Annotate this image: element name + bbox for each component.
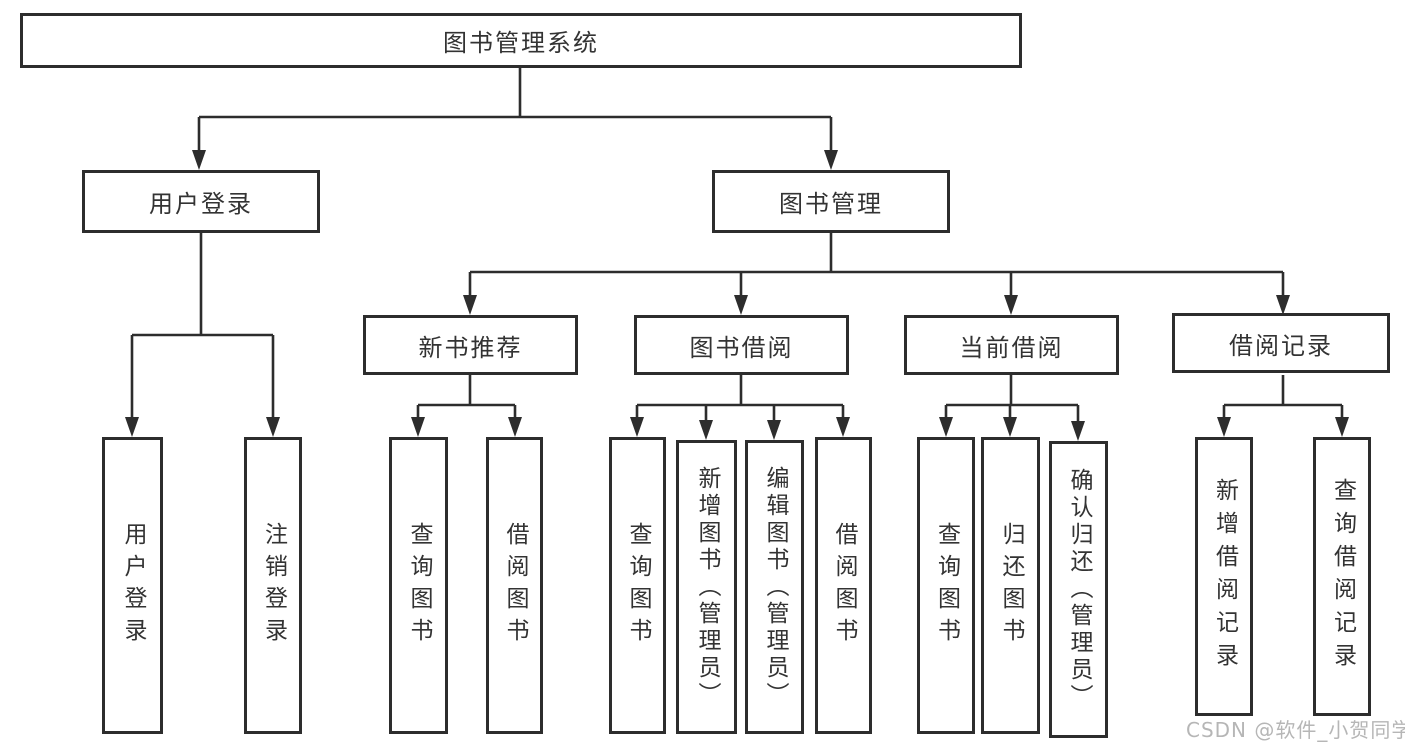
arrowheads-root-to-level2 — [192, 150, 838, 170]
arrowheads-user-login-leaves — [125, 417, 280, 437]
arrowheads-level3 — [463, 295, 1290, 315]
leaf-borrow-books-borrow-label: 借阅图书 — [831, 521, 857, 650]
node-root-library-system: 图书管理系统 — [20, 13, 1022, 68]
leaf-query-books-current-label: 查询图书 — [933, 521, 960, 650]
edge-book-management-to-level3 — [468, 233, 1285, 295]
leaf-query-books-current: 查询图书 — [917, 437, 975, 734]
leaf-query-books-borrow: 查询图书 — [609, 437, 666, 734]
node-borrow-records-label: 借阅记录 — [1229, 331, 1333, 360]
edge-user-login-to-leaves — [130, 233, 275, 417]
node-borrow-records: 借阅记录 — [1172, 313, 1390, 373]
node-book-management: 图书管理 — [712, 170, 950, 233]
leaf-add-borrow-record: 新增借阅记录 — [1195, 437, 1253, 716]
leaf-confirm-return-admin: 确认归还（管理员） — [1049, 441, 1108, 738]
node-book-management-label: 图书管理 — [779, 190, 883, 218]
leaf-user-login-label: 用户登录 — [120, 521, 146, 650]
edge-borrow-records-to-leaves — [1222, 375, 1344, 417]
leaf-add-borrow-record-label: 新增借阅记录 — [1211, 477, 1238, 676]
watermark: CSDN @软件_小贺同学 — [1186, 718, 1405, 742]
node-user-login: 用户登录 — [82, 170, 320, 233]
leaf-borrow-books-newbooks: 借阅图书 — [486, 437, 543, 734]
leaf-borrow-books-borrow: 借阅图书 — [815, 437, 872, 734]
leaf-logout: 注销登录 — [244, 437, 302, 734]
node-user-login-label: 用户登录 — [149, 190, 253, 218]
node-book-borrowing: 图书借阅 — [634, 315, 849, 375]
leaf-return-book: 归还图书 — [981, 437, 1040, 734]
leaf-query-books-newbooks-label: 查询图书 — [406, 521, 432, 650]
leaf-user-login: 用户登录 — [102, 437, 163, 734]
leaf-query-borrow-record: 查询借阅记录 — [1313, 437, 1371, 716]
leaf-edit-book-admin-label: 编辑图书（管理员） — [762, 465, 788, 709]
leaf-edit-book-admin: 编辑图书（管理员） — [745, 440, 804, 734]
edge-current-borrow-to-leaves — [944, 375, 1080, 421]
edge-book-borrow-to-leaves — [635, 375, 845, 420]
leaf-borrow-books-newbooks-label: 借阅图书 — [502, 521, 528, 650]
node-book-borrowing-label: 图书借阅 — [689, 333, 794, 362]
edge-root-to-level2 — [197, 67, 833, 150]
leaf-return-book-label: 归还图书 — [998, 521, 1024, 650]
node-current-borrowing-label: 当前借阅 — [959, 333, 1064, 362]
leaf-add-book-admin-label: 新增图书（管理员） — [694, 465, 720, 709]
node-new-book-recommend-label: 新书推荐 — [418, 333, 523, 362]
node-new-book-recommend: 新书推荐 — [363, 315, 578, 375]
leaf-query-books-newbooks: 查询图书 — [389, 437, 448, 734]
node-root-label: 图书管理系统 — [443, 29, 599, 57]
node-current-borrowing: 当前借阅 — [904, 315, 1119, 375]
leaf-add-book-admin: 新增图书（管理员） — [676, 440, 737, 734]
leaf-query-books-borrow-label: 查询图书 — [625, 521, 651, 650]
arrowheads-borrow-records-leaves — [1217, 417, 1349, 437]
arrowheads-new-books-leaves — [411, 417, 522, 437]
leaf-logout-label: 注销登录 — [260, 521, 287, 650]
edge-new-books-to-leaves — [416, 375, 517, 417]
leaf-query-borrow-record-label: 查询借阅记录 — [1329, 477, 1356, 676]
leaf-confirm-return-admin-label: 确认归还（管理员） — [1066, 468, 1092, 711]
arrowheads-current-borrow-leaves — [939, 417, 1085, 441]
